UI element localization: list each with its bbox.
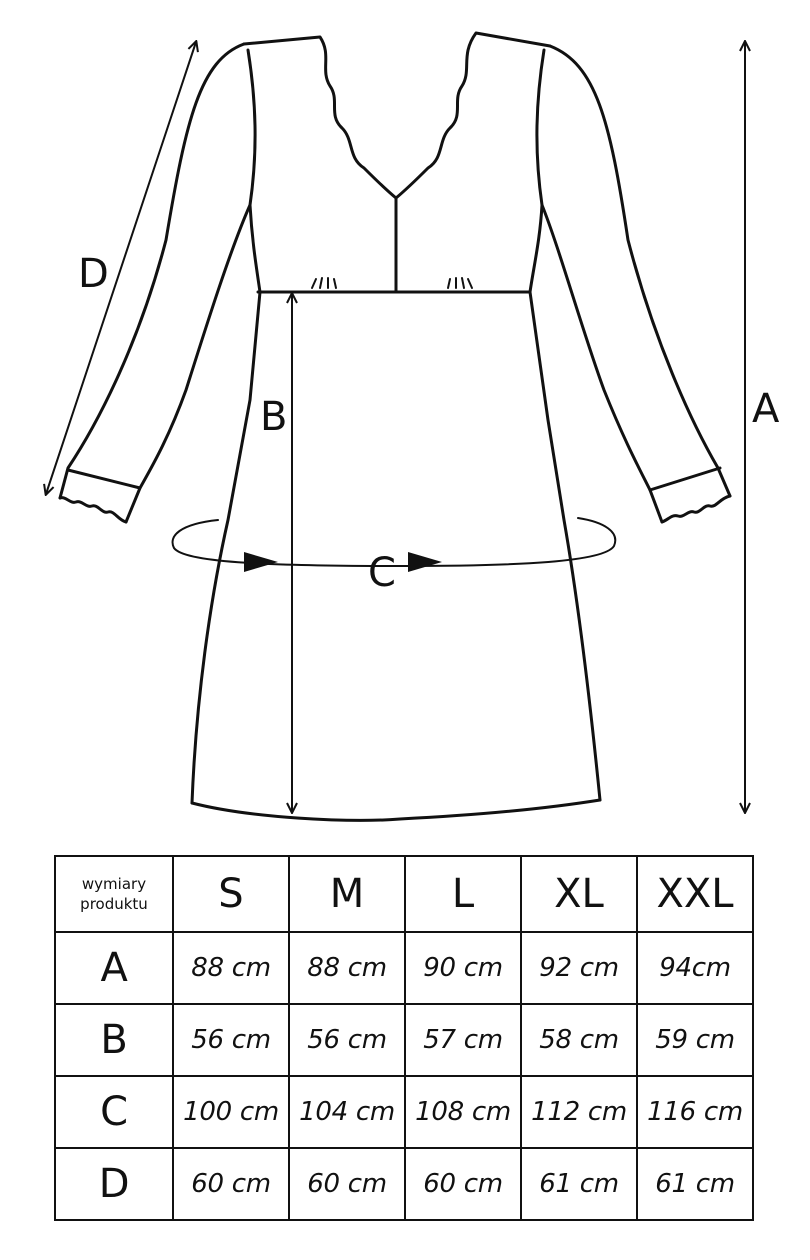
row-label: D — [54, 1147, 174, 1221]
dress-measurement-diagram: A B C D — [0, 31, 780, 822]
size-table: wymiary produktu S M L XL XXL A 88 cm 88… — [54, 855, 754, 1221]
row-label: C — [54, 1075, 174, 1149]
size-header: M — [288, 855, 406, 933]
table-row: A 88 cm 88 cm 90 cm 92 cm 94cm — [54, 931, 754, 1005]
size-header: XXL — [636, 855, 754, 933]
table-row: D 60 cm 60 cm 60 cm 61 cm 61 cm — [54, 1147, 754, 1221]
measure-c-loop — [171, 517, 617, 572]
measure-d-arrow — [46, 42, 196, 494]
measurement-cell: 61 cm — [636, 1147, 754, 1221]
row-label: B — [54, 1003, 174, 1077]
size-header: L — [404, 855, 522, 933]
corner-label: wymiary produktu — [54, 855, 174, 933]
measurement-cell: 104 cm — [288, 1075, 406, 1149]
measurement-cell: 90 cm — [404, 931, 522, 1005]
measurement-cell: 100 cm — [172, 1075, 290, 1149]
size-header: S — [172, 855, 290, 933]
measurement-cell: 58 cm — [520, 1003, 638, 1077]
measurement-cell: 92 cm — [520, 931, 638, 1005]
measurement-cell: 94cm — [636, 931, 754, 1005]
row-label: A — [54, 931, 174, 1005]
measurement-cell: 116 cm — [636, 1075, 754, 1149]
table-row: C 100 cm 104 cm 108 cm 112 cm 116 cm — [54, 1075, 754, 1149]
measurement-cell: 112 cm — [520, 1075, 638, 1149]
measurement-cell: 56 cm — [172, 1003, 290, 1077]
measurement-cell: 108 cm — [404, 1075, 522, 1149]
label-c: C — [368, 550, 396, 596]
measurement-cell: 88 cm — [288, 931, 406, 1005]
measurement-cell: 57 cm — [404, 1003, 522, 1077]
measurement-cell: 60 cm — [288, 1147, 406, 1221]
measurement-cell: 61 cm — [520, 1147, 638, 1221]
label-d: D — [78, 251, 109, 297]
label-a: A — [752, 386, 780, 432]
label-b: B — [260, 394, 287, 440]
measurement-cell: 60 cm — [404, 1147, 522, 1221]
size-header: XL — [520, 855, 638, 933]
size-header-row: wymiary produktu S M L XL XXL — [54, 855, 754, 933]
table-row: B 56 cm 56 cm 57 cm 58 cm 59 cm — [54, 1003, 754, 1077]
measurement-cell: 59 cm — [636, 1003, 754, 1077]
measurement-cell: 56 cm — [288, 1003, 406, 1077]
measurement-cell: 60 cm — [172, 1147, 290, 1221]
measurement-cell: 88 cm — [172, 931, 290, 1005]
